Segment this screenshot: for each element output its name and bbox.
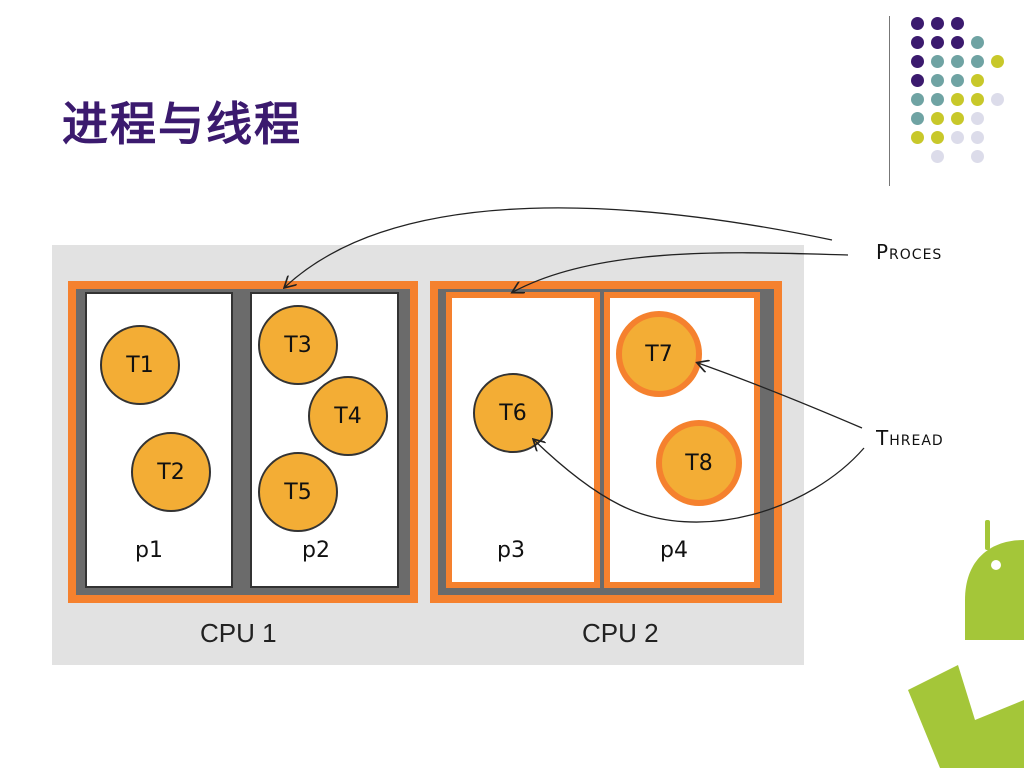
process-label-p4: p4 — [660, 538, 688, 563]
page-title: 进程与线程 — [62, 97, 302, 151]
thread-t8: T8 — [656, 420, 742, 506]
process-label-p2: p2 — [302, 538, 330, 563]
process-label-p1: p1 — [135, 538, 163, 563]
thread-t1: T1 — [100, 325, 180, 405]
thread-callout-label: Thread — [876, 426, 944, 450]
cpu-label-1: CPU 1 — [200, 618, 277, 648]
thread-t2: T2 — [131, 432, 211, 512]
cpu-label-2: CPU 2 — [582, 618, 659, 648]
thread-t7: T7 — [616, 311, 702, 397]
decorative-divider — [889, 16, 890, 186]
thread-t3: T3 — [258, 305, 338, 385]
process-p3 — [446, 292, 600, 588]
thread-t4: T4 — [308, 376, 388, 456]
thread-t5: T5 — [258, 452, 338, 532]
process-label-p3: p3 — [497, 538, 525, 563]
process-callout-label: Proces — [876, 240, 943, 264]
